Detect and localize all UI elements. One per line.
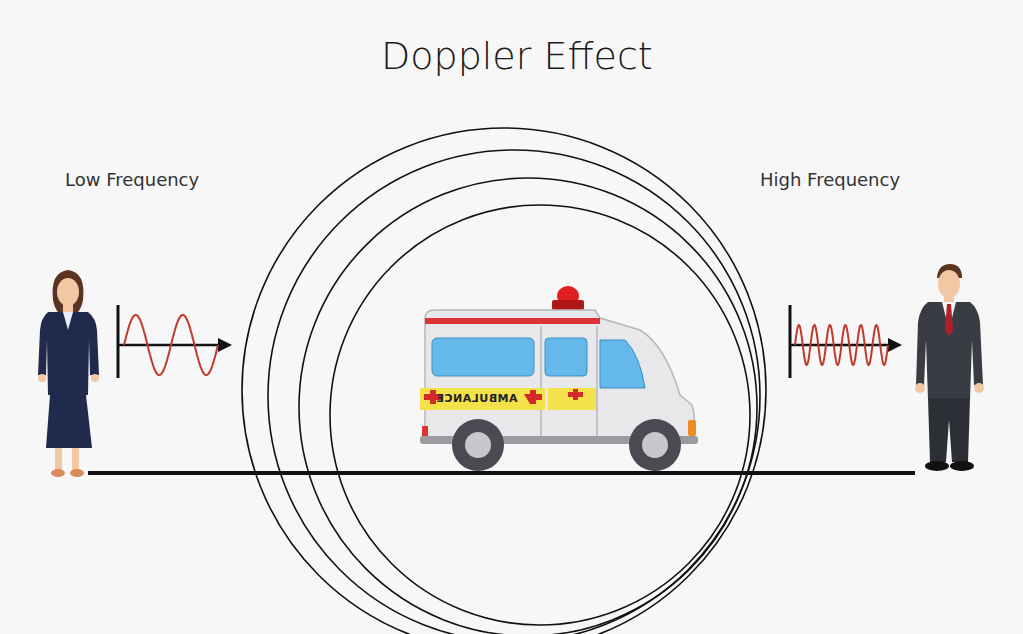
high-frequency-label: High Frequency [760,169,900,190]
ground-line [88,471,915,475]
woman-observer [38,270,99,477]
ambulance [420,286,698,471]
diagram-title: Doppler Effect [381,34,653,78]
ambulance-sign: AMBULANCE [436,392,518,405]
low-frequency-wave [118,305,232,378]
wavefronts [242,128,766,634]
high-frequency-wave [790,305,902,378]
man-observer [915,264,984,471]
low-frequency-label: Low Frequency [65,169,199,190]
